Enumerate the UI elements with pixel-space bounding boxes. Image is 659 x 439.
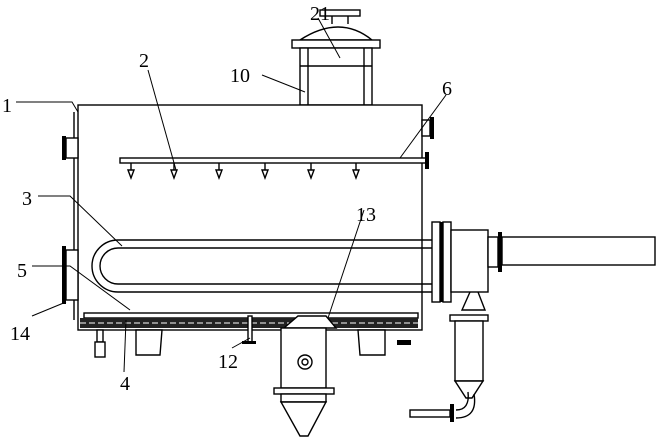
label-12: 12 xyxy=(218,351,238,373)
spray-nozzle xyxy=(351,163,361,180)
leader-lines xyxy=(16,17,447,373)
label-5: 5 xyxy=(17,260,27,282)
spray-nozzle xyxy=(260,163,270,180)
label-3: 3 xyxy=(22,188,32,210)
bottom-filter-layer xyxy=(80,312,419,358)
label-10: 10 xyxy=(230,65,250,87)
label-6: 6 xyxy=(442,78,452,100)
label-13: 13 xyxy=(356,204,376,226)
label-14: 14 xyxy=(10,323,30,345)
spray-nozzle xyxy=(306,163,316,180)
label-4: 4 xyxy=(120,373,130,395)
right-outlet-piping xyxy=(409,221,656,422)
main-tank xyxy=(62,104,434,331)
spray-nozzle xyxy=(126,163,136,180)
label-21: 21 xyxy=(310,3,330,25)
top-outlet-dome xyxy=(291,9,381,106)
bottom-hopper xyxy=(273,315,338,437)
label-1: 1 xyxy=(2,95,12,117)
label-2: 2 xyxy=(139,50,149,72)
spray-nozzle xyxy=(214,163,224,180)
u-tube-heater xyxy=(91,239,437,293)
